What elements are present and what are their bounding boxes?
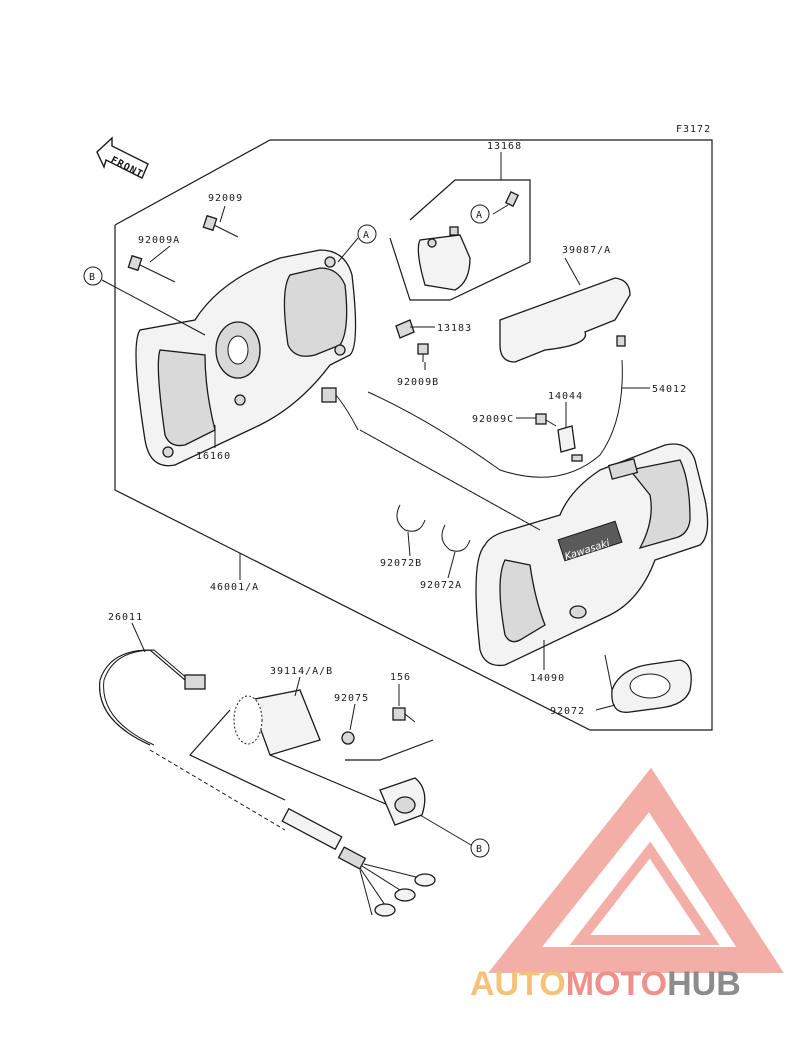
clamp-92072-part bbox=[604, 654, 692, 713]
bolt-156-part bbox=[392, 707, 416, 723]
callout-156: 156 bbox=[390, 672, 411, 683]
bolt-92009-part bbox=[202, 214, 239, 238]
callout-92075: 92075 bbox=[334, 693, 369, 704]
assembly-boundary bbox=[114, 139, 713, 731]
switch-cover-part bbox=[389, 179, 531, 301]
screw-92075-part bbox=[341, 731, 355, 745]
svg-text:A: A bbox=[476, 210, 483, 221]
callout-92072a: 92072A bbox=[420, 580, 462, 591]
ref-marker-b-1: B bbox=[83, 266, 206, 336]
callout-92009a: 92009A bbox=[138, 235, 180, 246]
switch-39114-part bbox=[233, 689, 426, 826]
clamp-92072a-part bbox=[441, 524, 471, 552]
front-arrow-icon: FRONT bbox=[96, 136, 149, 181]
callout-92009: 92009 bbox=[208, 193, 243, 204]
svg-text:B: B bbox=[476, 844, 483, 855]
figure-code: F3172 bbox=[676, 124, 711, 135]
callout-13168: 13168 bbox=[487, 141, 522, 152]
bolt-92009b-part bbox=[417, 343, 429, 362]
watermark-logo-icon bbox=[488, 767, 784, 973]
leader-lines bbox=[131, 152, 650, 801]
bolt-92009a-part bbox=[127, 254, 176, 283]
ref-marker-b-2: B bbox=[419, 814, 490, 858]
callout-26011: 26011 bbox=[108, 612, 143, 623]
callout-92009c: 92009C bbox=[472, 414, 514, 425]
plate-13183-part bbox=[395, 319, 415, 339]
callout-14044: 14044 bbox=[548, 391, 583, 402]
bracket-14044-part bbox=[557, 425, 576, 453]
callout-46001a: 46001/A bbox=[210, 582, 259, 593]
callout-54012: 54012 bbox=[652, 384, 687, 395]
callout-92072: 92072 bbox=[550, 706, 585, 717]
lower-harness-part bbox=[99, 649, 436, 917]
callout-14090: 14090 bbox=[530, 673, 565, 684]
wire-harness-part bbox=[321, 387, 541, 531]
right-handle-part: Kawasaki bbox=[475, 443, 709, 667]
clamp-92072b-part bbox=[396, 504, 426, 532]
watermark-text: AUTOMOTOHUB bbox=[470, 965, 741, 1003]
left-housing-part bbox=[135, 249, 357, 467]
callout-13183: 13183 bbox=[437, 323, 472, 334]
svg-text:AUTOMOTOHUB: AUTOMOTOHUB bbox=[470, 965, 741, 1003]
throttle-cable-part bbox=[367, 335, 626, 478]
ref-marker-a-2: A bbox=[470, 204, 490, 224]
svg-text:A: A bbox=[363, 230, 370, 241]
ref-marker-a-1: A bbox=[337, 224, 377, 263]
callout-labels: 13168 92009 92009A 39087/A 13183 92009B … bbox=[108, 141, 687, 717]
callout-39114ab: 39114/A/B bbox=[270, 666, 333, 677]
callout-92009b: 92009B bbox=[397, 377, 439, 388]
bolt-92009c-part bbox=[535, 413, 557, 427]
callout-39087a: 39087/A bbox=[562, 245, 611, 256]
svg-text:B: B bbox=[89, 272, 96, 283]
grip-cover-part bbox=[499, 277, 631, 363]
callout-16160: 16160 bbox=[196, 451, 231, 462]
callout-92072b: 92072B bbox=[380, 558, 422, 569]
